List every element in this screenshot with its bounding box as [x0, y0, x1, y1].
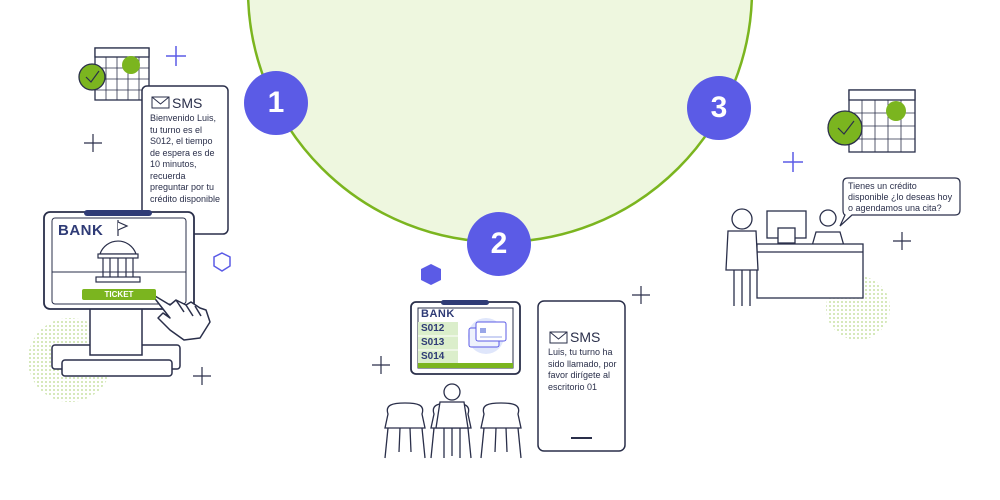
hexagon-icon	[421, 264, 441, 285]
queue-item: S013	[421, 337, 445, 348]
bank-desk	[756, 209, 864, 299]
sms-title-2: SMS	[570, 329, 601, 345]
step-2-badge: 2	[467, 212, 531, 276]
ticket-button[interactable]: TICKET	[82, 289, 156, 300]
clock-icon	[78, 63, 106, 91]
sparkle-icon	[783, 152, 803, 172]
customer-person	[725, 208, 759, 306]
sparkle-icon	[632, 286, 650, 304]
sparkle-icon	[372, 356, 390, 374]
sms-body-1: Bienvenido Luis, tu turno es el S012, el…	[150, 113, 221, 204]
screen-logo: BANK	[421, 308, 455, 320]
envelope-icon	[549, 331, 568, 344]
pointing-hand-icon	[149, 292, 211, 341]
waiting-person	[435, 383, 469, 458]
sparkle-icon	[84, 134, 102, 152]
speech-bubble	[839, 177, 961, 227]
credit-card-icon	[468, 318, 507, 354]
queue-display	[410, 300, 521, 375]
bank-building-icon	[95, 220, 141, 283]
queue-item: S012	[421, 323, 445, 334]
step-3-badge: 3	[687, 76, 751, 140]
queue-item: S014	[421, 351, 445, 362]
envelope-icon	[151, 96, 170, 109]
bubble-text: Tienes un crédito disponible ¿lo deseas …	[848, 181, 953, 213]
hexagon-icon	[213, 252, 231, 272]
sparkle-icon	[193, 367, 211, 385]
process-circle	[247, 0, 753, 244]
clock-icon	[827, 110, 863, 146]
sms-title-1: SMS	[172, 95, 203, 111]
kiosk-logo: BANK	[58, 222, 104, 239]
step-1-badge: 1	[244, 71, 308, 135]
sparkle-icon	[166, 46, 186, 66]
sms-body-2: Luis, tu turno ha sido llamado, por favo…	[548, 347, 617, 392]
calendar-icon	[94, 47, 150, 101]
kiosk	[43, 210, 195, 377]
sparkle-icon	[893, 232, 911, 250]
